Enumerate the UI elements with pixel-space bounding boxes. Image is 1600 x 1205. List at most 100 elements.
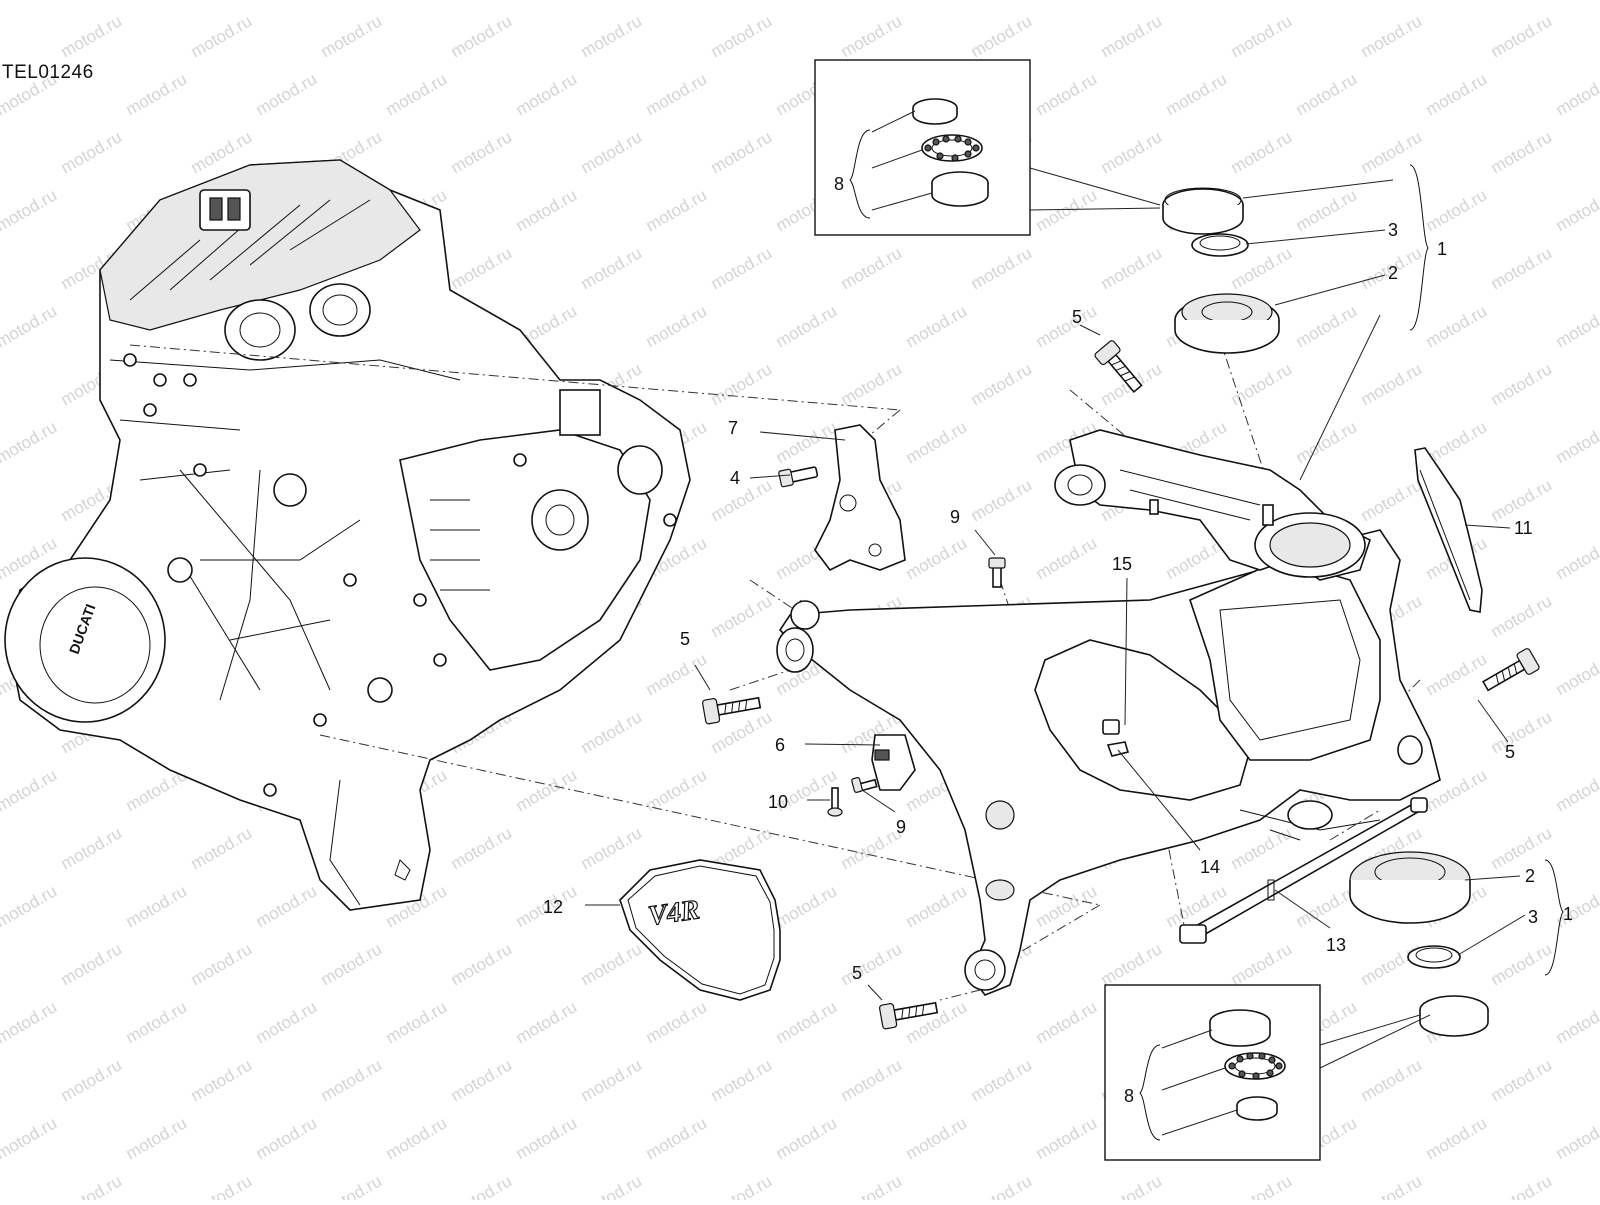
watermark-text: motod.ru — [578, 1171, 646, 1200]
watermark-text: motod.ru — [838, 823, 906, 873]
watermark-text: motod.ru — [773, 417, 841, 467]
watermark-text: motod.ru — [1488, 939, 1556, 989]
watermark-text: motod.ru — [253, 0, 321, 3]
watermark-text: motod.ru — [1553, 765, 1600, 815]
watermark-text: motod.ru — [448, 127, 516, 177]
watermark-text: motod.ru — [0, 417, 60, 467]
watermark-text: motod.ru — [838, 11, 906, 61]
watermark-text: motod.ru — [0, 301, 60, 351]
watermark-text: motod.ru — [1423, 69, 1491, 119]
watermark-text: motod.ru — [838, 1055, 906, 1105]
watermark-text: motod.ru — [1488, 11, 1556, 61]
watermark-text: motod.ru — [968, 1055, 1036, 1105]
watermark-text: motod.ru — [1553, 69, 1600, 119]
watermark-text: motod.ru — [448, 243, 516, 293]
watermark-text: motod.ru — [1488, 591, 1556, 641]
callout-screw-9-bottom: 9 — [896, 817, 906, 837]
screw-10 — [828, 788, 842, 816]
callout-plate-11: 11 — [1514, 518, 1533, 538]
watermark-text: motod.ru — [448, 939, 516, 989]
watermark-text: motod.ru — [58, 11, 126, 61]
watermark-text: motod.ru — [1293, 301, 1361, 351]
watermark-text: motod.ru — [188, 823, 256, 873]
watermark-text: motod.ru — [708, 1055, 776, 1105]
watermark-text: motod.ru — [383, 997, 451, 1047]
watermark-text: motod.ru — [188, 1171, 256, 1200]
watermark-text: motod.ru — [0, 881, 60, 931]
watermark-text: motod.ru — [773, 997, 841, 1047]
callout-nut-15: 15 — [1112, 554, 1132, 574]
watermark-text: motod.ru — [1098, 939, 1166, 989]
watermark-text: motod.ru — [383, 69, 451, 119]
watermark-text: motod.ru — [1358, 1171, 1426, 1200]
bolt-4 — [778, 467, 817, 487]
watermark-text: motod.ru — [968, 1171, 1036, 1200]
detail-box-lower — [1105, 985, 1430, 1160]
watermark-text: motod.ru — [578, 823, 646, 873]
sensor-6 — [872, 735, 915, 790]
watermark-text: motod.ru — [1293, 185, 1361, 235]
protective-plate-11 — [1415, 448, 1482, 612]
watermark-text: motod.ru — [643, 649, 711, 699]
frame-pivot-lower — [965, 950, 1005, 990]
watermark-text: motod.ru — [1553, 997, 1600, 1047]
callout-sensor-6: 6 — [775, 735, 785, 755]
callout-bolt-5-right: 5 — [1505, 742, 1515, 762]
watermark-text: motod.ru — [1163, 69, 1231, 119]
watermark-text: motod.ru — [643, 301, 711, 351]
watermark-text: motod.ru — [0, 185, 60, 235]
watermark-text: motod.ru — [708, 1171, 776, 1200]
watermark-text: motod.ru — [1228, 1171, 1296, 1200]
watermark-text: motod.ru — [968, 475, 1036, 525]
watermark-text: motod.ru — [708, 127, 776, 177]
watermark-text: motod.ru — [1033, 69, 1101, 119]
watermark-text: motod.ru — [903, 301, 971, 351]
watermark-text: motod.ru — [1358, 11, 1426, 61]
watermark-text: motod.ru — [1553, 1113, 1600, 1163]
watermark-text: motod.ru — [1358, 1055, 1426, 1105]
watermark-text: motod.ru — [903, 1113, 971, 1163]
watermark-text: motod.ru — [968, 243, 1036, 293]
watermark-text: motod.ru — [58, 1171, 126, 1200]
watermark-text: motod.ru — [578, 1055, 646, 1105]
watermark-text: motod.ru — [708, 359, 776, 409]
watermark-text: motod.ru — [123, 0, 191, 3]
watermark-text: motod.ru — [188, 1055, 256, 1105]
watermark-text: motod.ru — [0, 997, 60, 1047]
watermark-text: motod.ru — [58, 127, 126, 177]
watermark-text: motod.ru — [838, 359, 906, 409]
bolt-5-right — [1480, 648, 1540, 697]
watermark-text: motod.ru — [123, 881, 191, 931]
screw-9-bottom — [851, 777, 876, 793]
watermark-text: motod.ru — [1098, 1171, 1166, 1200]
watermark-text: motod.ru — [188, 939, 256, 989]
watermark-text: motod.ru — [838, 1171, 906, 1200]
watermark-text: motod.ru — [578, 11, 646, 61]
callout-bolt-5-top: 5 — [1072, 307, 1082, 327]
watermark-text: motod.ru — [1033, 533, 1101, 583]
watermark-text: motod.ru — [58, 823, 126, 873]
watermark-text: motod.ru — [643, 185, 711, 235]
watermark-text: motod.ru — [1358, 359, 1426, 409]
watermark-text: motod.ru — [1553, 301, 1600, 351]
watermark-text: motod.ru — [1228, 359, 1296, 409]
watermark-text: motod.ru — [1553, 0, 1600, 3]
watermark-text: motod.ru — [1228, 939, 1296, 989]
watermark-text: motod.ru — [643, 0, 711, 3]
watermark-text: motod.ru — [1488, 707, 1556, 757]
callout-screw-9-top: 9 — [950, 507, 960, 527]
callout-lower-bearing-set-8: 8 — [1124, 1086, 1134, 1106]
watermark-text: motod.ru — [58, 939, 126, 989]
watermark-text: motod.ru — [123, 69, 191, 119]
callout-upper-seal-2: 2 — [1388, 263, 1398, 283]
watermark-text: motod.ru — [448, 11, 516, 61]
watermark-text: motod.ru — [773, 301, 841, 351]
watermark-text: motod.ru — [773, 881, 841, 931]
callout-bolt-5-bottom: 5 — [852, 963, 862, 983]
watermark-text: motod.ru — [1033, 185, 1101, 235]
callout-strap-13: 13 — [1326, 935, 1346, 955]
watermark-text: motod.ru — [1488, 243, 1556, 293]
watermark-text: motod.ru — [968, 359, 1036, 409]
